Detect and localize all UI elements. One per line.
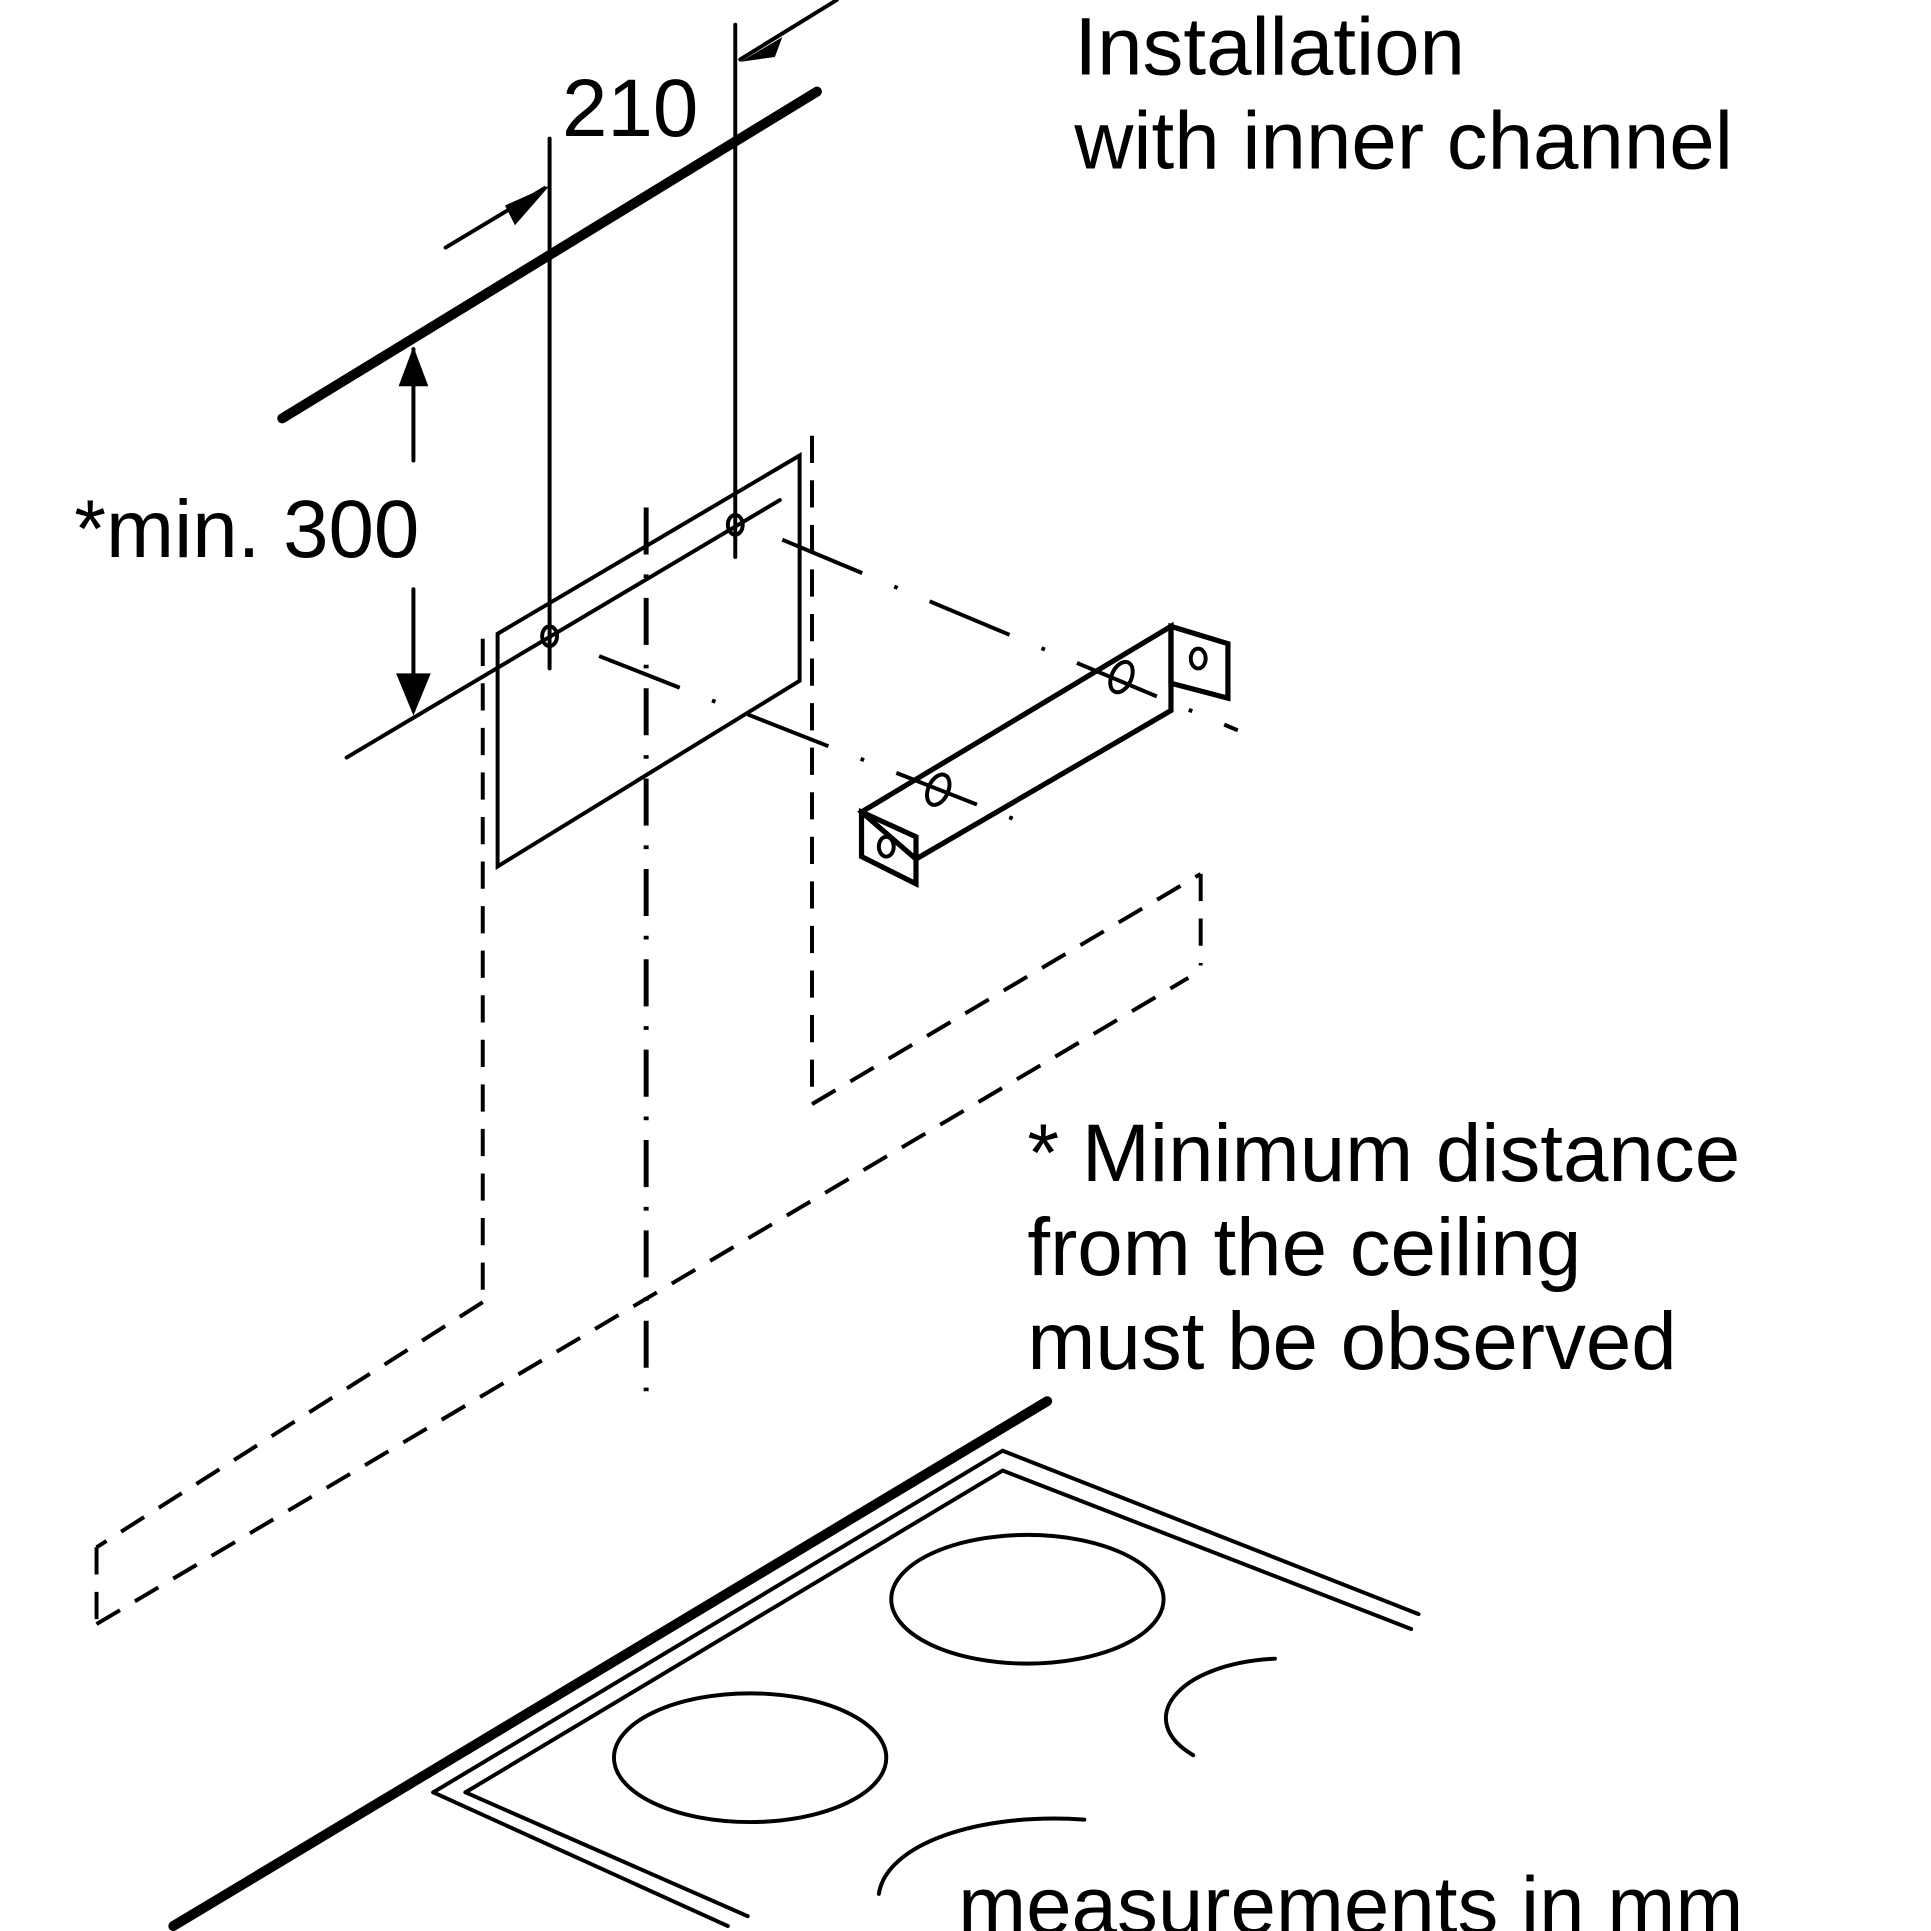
dimension-arrow-left-head [505,185,550,226]
projection-line-upper [781,537,1239,733]
chimney-outline [94,435,1203,1626]
ceiling-dimension-arrow-down [396,673,431,716]
mounting-hole-right [725,512,745,537]
dimension-210-label: 210 [562,63,698,154]
dimension-arrow-right-shaft [738,0,839,62]
note-line-3: must be observed [1027,1296,1676,1387]
ceiling-dimension-arrow-up [398,346,429,387]
units-label: measurements in mm [958,1860,1743,1931]
mounting-hole-left [540,624,559,649]
wall-bracket [857,621,1231,889]
mounting-plate [495,452,802,871]
ceiling-distance-label: *min. 300 [74,484,419,575]
title-line-1: Installation [1074,1,1465,92]
note-line-1: * Minimum distance [1027,1108,1740,1199]
bracket-top-reference-line [344,498,782,760]
projection-line-lower [598,654,1029,827]
cooktop [168,1396,1421,1931]
dimension-arrow-right-head [740,37,783,62]
note-line-2: from the ceiling [1027,1202,1581,1293]
title-line-2: with inner channel [1073,95,1732,186]
